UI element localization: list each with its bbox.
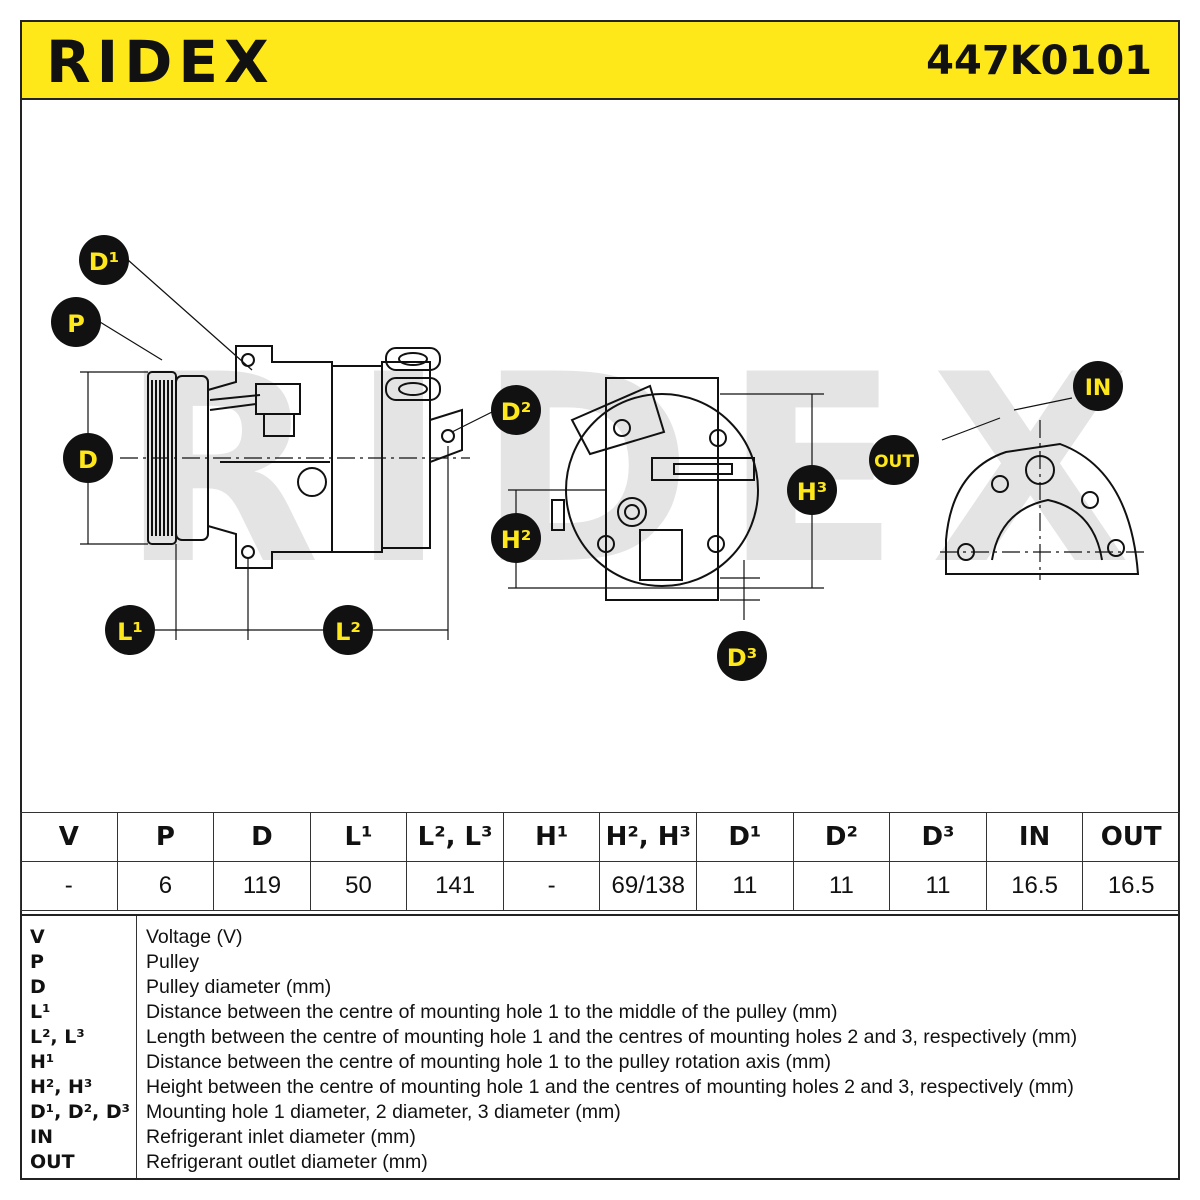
legend-divider <box>136 916 137 1178</box>
spec-header: D <box>213 812 311 862</box>
legend-box: V Voltage (V) P Pulley D Pulley diameter… <box>20 914 1180 1180</box>
legend-desc: Mounting hole 1 diameter, 2 diameter, 3 … <box>146 1101 621 1123</box>
legend-key: OUT <box>30 1151 75 1173</box>
front-housing <box>605 377 719 601</box>
legend-row: P Pulley <box>22 951 1178 976</box>
port-flange <box>945 442 1140 575</box>
svg-text:IN: IN <box>1085 376 1112 401</box>
legend-desc: Distance between the centre of mounting … <box>146 1001 838 1023</box>
spec-table: V P D L¹ L², L³ H¹ H², H³ D¹ D² D³ IN OU… <box>20 812 1180 911</box>
callout-h2: H² <box>491 513 541 563</box>
svg-text:D¹: D¹ <box>89 248 119 276</box>
svg-text:L¹: L¹ <box>117 618 143 646</box>
spec-header: P <box>116 812 215 862</box>
svg-text:P: P <box>67 310 85 338</box>
callout-d: D <box>63 433 113 483</box>
legend-row: H², H³ Height between the centre of moun… <box>22 1076 1178 1101</box>
legend-key: D <box>30 976 46 998</box>
spec-header: H¹ <box>502 812 601 862</box>
legend-row: L², L³ Length between the centre of moun… <box>22 1026 1178 1051</box>
spec-value: 16.5 <box>985 861 1084 911</box>
spec-header: D³ <box>889 812 987 862</box>
svg-text:H²: H² <box>501 526 532 554</box>
spec-value: 16.5 <box>1082 861 1180 911</box>
svg-text:D²: D² <box>501 398 531 426</box>
spec-value: 11 <box>792 861 891 911</box>
legend-row: H¹ Distance between the centre of mounti… <box>22 1051 1178 1076</box>
front-view <box>508 377 824 620</box>
callout-in: IN <box>1073 361 1123 411</box>
legend-key: IN <box>30 1126 53 1148</box>
callout-out: OUT <box>869 435 919 485</box>
legend-key: L¹ <box>30 1001 51 1023</box>
legend-row: IN Refrigerant inlet diameter (mm) <box>22 1126 1178 1151</box>
legend-key: H², H³ <box>30 1076 93 1098</box>
legend-key: P <box>30 951 44 973</box>
callout-p: P <box>51 297 101 347</box>
legend-desc: Pulley diameter (mm) <box>146 976 332 998</box>
legend-desc: Refrigerant inlet diameter (mm) <box>146 1126 416 1148</box>
legend-row: D Pulley diameter (mm) <box>22 976 1178 1001</box>
svg-text:H³: H³ <box>797 478 828 506</box>
compressor-drawing: RIDEX <box>51 235 1161 681</box>
legend-row: L¹ Distance between the centre of mounti… <box>22 1001 1178 1026</box>
legend-desc: Height between the centre of mounting ho… <box>146 1076 1074 1098</box>
spec-value: - <box>20 861 118 911</box>
legend-key: L², L³ <box>30 1026 85 1048</box>
part-number: 447K0101 <box>926 38 1152 84</box>
legend-row: OUT Refrigerant outlet diameter (mm) <box>22 1151 1178 1176</box>
spec-header-row: V P D L¹ L², L³ H¹ H², H³ D¹ D² D³ IN OU… <box>20 812 1180 862</box>
legend-row: V Voltage (V) <box>22 926 1178 951</box>
spec-header: D² <box>792 812 891 862</box>
spec-value: 69/138 <box>599 861 698 911</box>
spec-value: 119 <box>213 861 311 911</box>
spec-value: 11 <box>889 861 987 911</box>
callout-d2: D² <box>491 385 541 435</box>
spec-value: 11 <box>696 861 794 911</box>
svg-text:D: D <box>78 446 98 474</box>
brand-logo: RIDEX <box>46 28 275 96</box>
svg-text:D³: D³ <box>727 644 757 672</box>
legend-row: D¹, D², D³ Mounting hole 1 diameter, 2 d… <box>22 1101 1178 1126</box>
callout-d1: D¹ <box>79 235 129 285</box>
svg-text:L²: L² <box>335 618 361 646</box>
spec-value-row: - 6 119 50 141 - 69/138 11 11 11 16.5 16… <box>20 861 1180 911</box>
svg-text:OUT: OUT <box>874 452 914 472</box>
header-bar: RIDEX 447K0101 <box>20 20 1180 100</box>
spec-value: 141 <box>406 861 504 911</box>
spec-header: OUT <box>1082 812 1180 862</box>
spec-value: 50 <box>309 861 408 911</box>
legend-key: V <box>30 926 45 948</box>
callout-l2: L² <box>323 605 373 655</box>
spec-value: - <box>502 861 601 911</box>
legend-desc: Pulley <box>146 951 200 973</box>
spec-header: IN <box>985 812 1084 862</box>
spec-value: 6 <box>116 861 215 911</box>
spec-header: D¹ <box>696 812 794 862</box>
legend-desc: Length between the centre of mounting ho… <box>146 1026 1078 1048</box>
spec-header: L², L³ <box>406 812 504 862</box>
legend-desc: Distance between the centre of mounting … <box>146 1051 832 1073</box>
port-view <box>940 397 1148 580</box>
legend-key: H¹ <box>30 1051 55 1073</box>
legend-desc: Refrigerant outlet diameter (mm) <box>146 1151 428 1173</box>
callout-h3: H³ <box>787 465 837 515</box>
spec-header: H², H³ <box>599 812 698 862</box>
spec-header: V <box>20 812 118 862</box>
callout-d3: D³ <box>717 631 767 681</box>
legend-desc: Voltage (V) <box>146 926 243 948</box>
watermark-text: RIDEX <box>120 320 1161 622</box>
callout-l1: L¹ <box>105 605 155 655</box>
legend-key: D¹, D², D³ <box>30 1101 130 1123</box>
side-view <box>80 259 493 640</box>
spec-header: L¹ <box>309 812 408 862</box>
